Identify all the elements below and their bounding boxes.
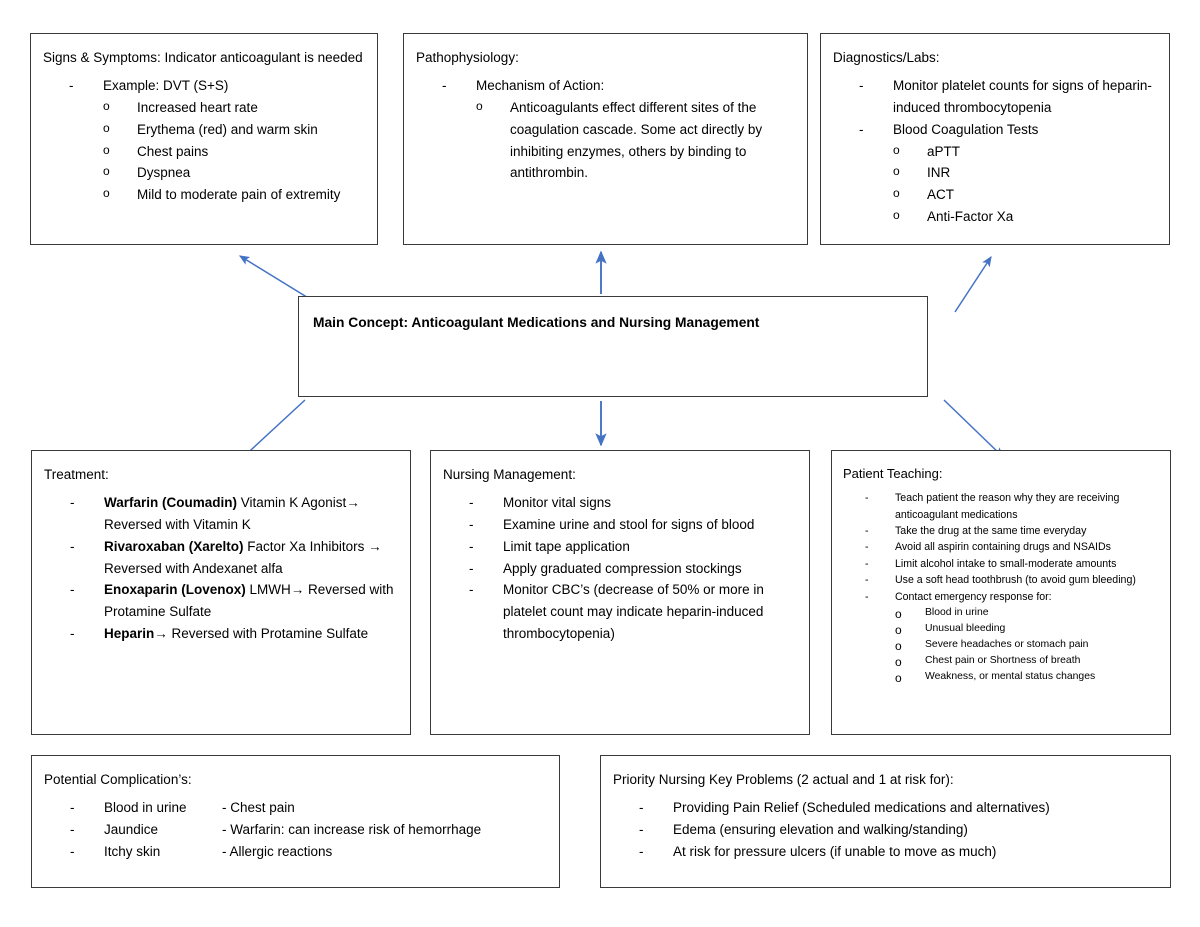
node-nursing-management[interactable]: Nursing Management: Monitor vital signs … xyxy=(430,450,810,735)
list-item: Chest pain or Shortness of breath xyxy=(895,653,1159,672)
list-item: Providing Pain Relief (Scheduled medicat… xyxy=(639,797,1158,819)
complication-right: - Allergic reactions xyxy=(222,843,333,859)
node-signs-and-symptoms[interactable]: Signs & Symptoms: Indicator anticoagulan… xyxy=(30,33,378,245)
list-item: Chest pains xyxy=(103,141,365,163)
drug-name: Rivaroxaban (Xarelto) xyxy=(104,538,244,554)
diagnostics-list: Monitor platelet counts for signs of hep… xyxy=(833,75,1157,228)
list-item: INR xyxy=(893,162,1157,184)
complication-right: - Chest pain xyxy=(222,799,295,815)
node-patient-teaching[interactable]: Patient Teaching: Teach patient the reas… xyxy=(831,450,1171,735)
diagnostics-title: Diagnostics/Labs: xyxy=(833,50,940,65)
list-item: ACT xyxy=(893,184,1157,206)
list-item: Itchy skin - Allergic reactions xyxy=(70,841,547,863)
list-item: Monitor platelet counts for signs of hep… xyxy=(859,75,1157,119)
list-item: Teach patient the reason why they are re… xyxy=(865,490,1159,523)
list-item: Mechanism of Action: xyxy=(442,75,795,97)
drug-detail: Factor Xa Inhibitors → Reversed with And… xyxy=(104,538,382,576)
list-item: Dyspnea xyxy=(103,162,365,184)
list-item: Edema (ensuring elevation and walking/st… xyxy=(639,819,1158,841)
list-item: Severe headaches or stomach pain xyxy=(895,637,1159,656)
teaching-emergency-list: Blood in urine Unusual bleeding Severe h… xyxy=(865,605,1159,688)
nursing-title: Nursing Management: xyxy=(443,467,576,482)
arrow-main-to-signs xyxy=(238,255,311,300)
drug-name: Enoxaparin (Lovenox) xyxy=(104,582,246,598)
list-item: Use a soft head toothbrush (to avoid gum… xyxy=(865,572,1159,589)
list-item: Heparin→ Reversed with Protamine Sulfate xyxy=(70,623,398,645)
drug-name: Warfarin (Coumadin) xyxy=(104,494,237,510)
list-item: Anti-Factor Xa xyxy=(893,206,1157,228)
drug-detail: LMWH→ Reversed with Protamine Sulfate xyxy=(104,582,394,620)
list-item: Blood Coagulation Tests xyxy=(859,119,1157,141)
drug-name: Heparin xyxy=(104,626,155,642)
node-potential-complications[interactable]: Potential Complication’s: Blood in urine… xyxy=(31,755,560,888)
complications-list: Blood in urine - Chest pain Jaundice - W… xyxy=(44,797,547,863)
complication-right: - Warfarin: can increase risk of hemorrh… xyxy=(222,821,482,837)
list-item: Weakness, or mental status changes xyxy=(895,669,1159,688)
main-concept-title: Main Concept: Anticoagulant Medications … xyxy=(313,315,760,330)
list-item: Monitor vital signs xyxy=(469,492,797,514)
complication-left: Blood in urine xyxy=(104,799,187,815)
teaching-list: Teach patient the reason why they are re… xyxy=(843,490,1159,688)
list-item: Contact emergency response for: xyxy=(865,589,1159,606)
pathophysiology-title: Pathophysiology: xyxy=(416,50,519,65)
list-item: Examine urine and stool for signs of blo… xyxy=(469,514,797,536)
list-item: Increased heart rate xyxy=(103,97,365,119)
list-item: Limit tape application xyxy=(469,536,797,558)
pathophysiology-list: Mechanism of Action: Anticoagulants effe… xyxy=(416,75,795,184)
list-item: Example: DVT (S+S) xyxy=(69,75,365,97)
complication-left: Jaundice xyxy=(104,821,159,837)
drug-detail: Vitamin K Agonist→ Reversed with Vitamin… xyxy=(104,494,360,532)
node-pathophysiology[interactable]: Pathophysiology: Mechanism of Action: An… xyxy=(403,33,808,245)
list-item: aPTT xyxy=(893,141,1157,163)
arrow-main-to-diagnostics xyxy=(954,255,992,313)
list-item: Take the drug at the same time everyday xyxy=(865,523,1159,540)
arrow-main-to-teaching xyxy=(943,399,1004,458)
list-item: Erythema (red) and warm skin xyxy=(103,119,365,141)
list-item: Apply graduated compression stockings xyxy=(469,558,797,580)
list-item: At risk for pressure ulcers (if unable t… xyxy=(639,841,1158,863)
list-item: Monitor CBC’s (decrease of 50% or more i… xyxy=(469,579,797,645)
complications-title: Potential Complication’s: xyxy=(44,772,192,787)
list-item: Avoid all aspirin containing drugs and N… xyxy=(865,539,1159,556)
list-item: Unusual bleeding xyxy=(895,621,1159,640)
node-treatment[interactable]: Treatment: Warfarin (Coumadin) Vitamin K… xyxy=(31,450,411,735)
list-item: Mild to moderate pain of extremity xyxy=(103,184,365,206)
list-item: Anticoagulants effect different sites of… xyxy=(476,97,795,184)
list-item: Warfarin (Coumadin) Vitamin K Agonist→ R… xyxy=(70,492,398,536)
nursing-list: Monitor vital signs Examine urine and st… xyxy=(443,492,797,645)
priority-title: Priority Nursing Key Problems (2 actual … xyxy=(613,772,954,787)
node-diagnostics-labs[interactable]: Diagnostics/Labs: Monitor platelet count… xyxy=(820,33,1170,245)
list-item: Enoxaparin (Lovenox) LMWH→ Reversed with… xyxy=(70,579,398,623)
node-main-concept[interactable]: Main Concept: Anticoagulant Medications … xyxy=(298,296,928,397)
diagnostics-tests-list: aPTT INR ACT Anti-Factor Xa xyxy=(859,141,1157,228)
list-item: Blood in urine xyxy=(895,605,1159,624)
signs-title: Signs & Symptoms: Indicator anticoagulan… xyxy=(43,50,363,65)
pathophysiology-sublist: Anticoagulants effect different sites of… xyxy=(442,97,795,184)
complication-left: Itchy skin xyxy=(104,843,161,859)
list-item: Rivaroxaban (Xarelto) Factor Xa Inhibito… xyxy=(70,536,398,580)
list-item: Limit alcohol intake to small-moderate a… xyxy=(865,556,1159,573)
signs-sublist: Increased heart rate Erythema (red) and … xyxy=(69,97,365,206)
signs-list: Example: DVT (S+S) Increased heart rate … xyxy=(43,75,365,206)
drug-detail: → Reversed with Protamine Sulfate xyxy=(154,626,369,642)
list-item: Jaundice - Warfarin: can increase risk o… xyxy=(70,819,547,841)
treatment-title: Treatment: xyxy=(44,467,109,482)
teaching-title: Patient Teaching: xyxy=(843,466,943,481)
node-priority-nursing-key-problems[interactable]: Priority Nursing Key Problems (2 actual … xyxy=(600,755,1171,888)
treatment-list: Warfarin (Coumadin) Vitamin K Agonist→ R… xyxy=(44,492,398,645)
priority-list: Providing Pain Relief (Scheduled medicat… xyxy=(613,797,1158,863)
list-item: Blood in urine - Chest pain xyxy=(70,797,547,819)
